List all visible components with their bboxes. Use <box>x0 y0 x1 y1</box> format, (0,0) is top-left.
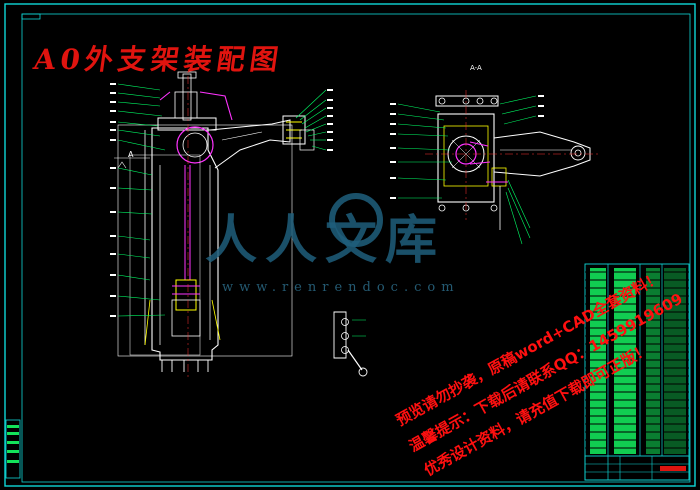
section-leader-lines <box>397 95 537 245</box>
watermark-logo-mark <box>329 193 383 247</box>
outer-frame <box>4 3 696 487</box>
parts-list-table <box>584 263 690 481</box>
view-marker: A <box>128 150 134 159</box>
main-assembly-view <box>114 60 315 380</box>
corner-tab <box>21 13 41 20</box>
section-view <box>425 90 600 230</box>
part-number-ticks <box>110 83 333 317</box>
watermark-url: www.renrendoc.com <box>222 280 460 295</box>
drawing-title: A0外支架装配图 <box>31 43 286 76</box>
section-label: A-A <box>470 64 482 72</box>
leader-lines-left <box>117 83 166 317</box>
section-part-ticks <box>390 95 544 199</box>
inner-frame <box>21 13 691 483</box>
leader-lines-right <box>295 89 327 151</box>
left-side-table <box>5 419 21 479</box>
detail-view <box>333 311 368 377</box>
watermark-logo-text: 人人文库 <box>205 211 446 271</box>
